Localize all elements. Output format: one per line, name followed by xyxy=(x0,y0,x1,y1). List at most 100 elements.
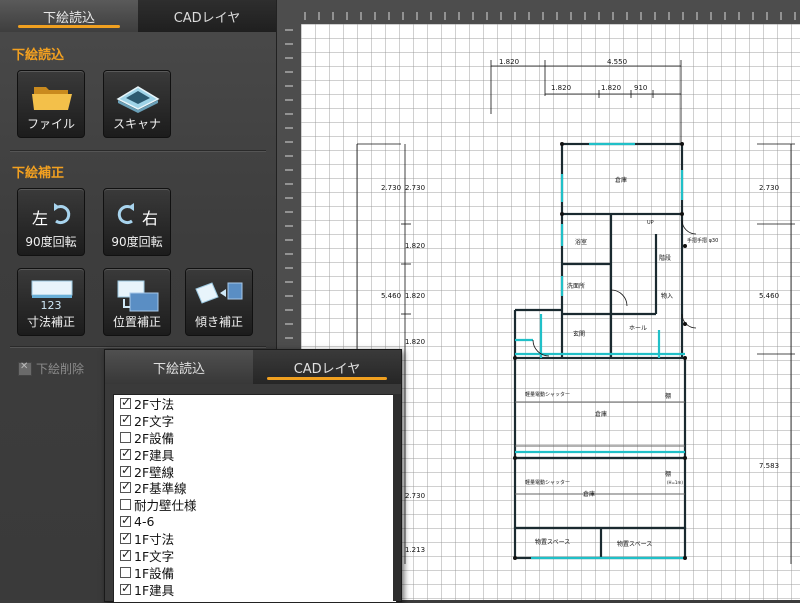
layer-label: 耐力壁仕様 xyxy=(134,498,197,514)
layer-item[interactable]: 1F建具 xyxy=(114,581,396,598)
layer-item[interactable]: 4-6 xyxy=(114,513,396,530)
import-section-title: 下絵読込 xyxy=(12,48,65,63)
correction-section-title: 下絵補正 xyxy=(12,166,65,181)
dim-left-5: 1.820 xyxy=(405,292,425,300)
storage-space-2: 物置スペース xyxy=(617,540,652,548)
popup-tab-cad-layer[interactable]: CADレイヤ xyxy=(253,350,401,384)
left-panel: 下絵読込 CADレイヤ 下絵読込 ファイル スキャナ 下絵補正 xyxy=(0,0,277,600)
position-correct-button[interactable]: 位置補正 xyxy=(103,268,171,336)
layer-checkbox[interactable] xyxy=(120,412,131,426)
layer-item[interactable]: 2F壁線 xyxy=(114,463,396,480)
dimension-correct-button[interactable]: 123 寸法補正 xyxy=(17,268,85,336)
layer-checkbox[interactable] xyxy=(120,431,131,443)
dim-left-1: 2.730 xyxy=(381,184,401,192)
dim-right-2: 5.460 xyxy=(759,292,779,300)
popup-scrollbar[interactable] xyxy=(393,394,401,601)
layer-label: 2F寸法 xyxy=(134,396,175,412)
layer-item[interactable]: 耐力壁仕様 xyxy=(114,496,396,513)
room-genkan: 玄関 xyxy=(573,330,585,338)
shelf-2: 棚 xyxy=(665,470,671,478)
rotate-right-prefix: 右 xyxy=(142,209,159,228)
section-divider xyxy=(10,150,266,152)
section-divider-2 xyxy=(10,346,266,348)
tab-cad-layer[interactable]: CADレイヤ xyxy=(138,0,276,32)
shelf-note: (H=1m) xyxy=(667,480,683,485)
popup-tabs: 下絵読込 CADレイヤ xyxy=(105,350,401,384)
layer-item[interactable]: 1F寸法 xyxy=(114,530,396,547)
rotate-left-button[interactable]: 左 90度回転 xyxy=(17,188,85,256)
scanner-button-label: スキャナ xyxy=(112,117,161,131)
layer-checkbox[interactable] xyxy=(120,513,131,528)
layer-label: 2F建具 xyxy=(134,447,175,463)
scanner-icon xyxy=(104,79,170,115)
delete-underlay-check[interactable]: 下絵削除 xyxy=(18,360,84,377)
scanner-button[interactable]: スキャナ xyxy=(103,70,171,138)
layer-checkbox[interactable] xyxy=(120,581,131,595)
shutter-1: 軽量電動シャッター xyxy=(525,391,570,398)
rotate-right-label: 90度回転 xyxy=(111,235,163,249)
layer-checkbox[interactable] xyxy=(120,479,131,494)
rotate-left-prefix: 左 xyxy=(32,209,49,228)
room-soko-2: 倉庫 xyxy=(583,490,595,498)
tilt-correct-icon xyxy=(186,277,252,313)
layer-item[interactable]: 1F文字 xyxy=(114,547,396,564)
layer-item[interactable]: 2F建具 xyxy=(114,446,396,463)
layer-label: 2F壁線 xyxy=(134,464,175,480)
room-soko-1: 倉庫 xyxy=(595,410,607,418)
dim-left-6: 1.820 xyxy=(405,338,425,346)
tab-import[interactable]: 下絵読込 xyxy=(0,0,138,32)
tilt-correct-button[interactable]: 傾き補正 xyxy=(185,268,253,336)
layer-checkbox[interactable] xyxy=(120,530,131,545)
dim-right-1: 2.730 xyxy=(759,184,779,192)
rotate-right-button[interactable]: 右 90度回転 xyxy=(103,188,171,256)
dim-top-4: 1.820 xyxy=(601,84,621,92)
layer-item[interactable]: 2F文字 xyxy=(114,412,396,429)
room-up: UP xyxy=(647,220,654,226)
active-tab-indicator xyxy=(18,25,120,28)
layer-checkbox[interactable] xyxy=(120,463,131,477)
room-kaidan: 階段 xyxy=(659,254,671,262)
layer-checkbox[interactable] xyxy=(120,547,131,561)
layer-label: 2F文字 xyxy=(134,413,175,429)
dimension-correct-label: 寸法補正 xyxy=(26,315,75,329)
layer-label: 4-6 xyxy=(134,514,155,530)
left-tabs: 下絵読込 CADレイヤ xyxy=(0,0,276,34)
dim-left-8: 1.213 xyxy=(405,546,425,554)
shelf-1: 棚 xyxy=(665,392,671,400)
delete-underlay-label: 下絵削除 xyxy=(36,362,85,376)
layer-item[interactable]: 2F寸法 xyxy=(114,395,396,412)
dim-top-3: 1.820 xyxy=(551,84,571,92)
layer-item[interactable]: 2F設備 xyxy=(114,429,396,446)
file-button[interactable]: ファイル xyxy=(17,70,85,138)
layer-label: 1F文字 xyxy=(134,548,175,564)
file-button-label: ファイル xyxy=(26,117,75,131)
storage-space-1: 物置スペース xyxy=(535,538,570,546)
popup-tab-import[interactable]: 下絵読込 xyxy=(105,350,253,384)
top-ruler xyxy=(304,12,796,20)
dim-top-1: 1.820 xyxy=(499,58,519,66)
floor-plan: 1.820 4.550 1.820 1.820 910 2.730 2.730 … xyxy=(356,58,795,564)
layer-checkbox[interactable] xyxy=(120,499,131,511)
tab-import-label: 下絵読込 xyxy=(42,10,95,26)
layer-checkbox[interactable] xyxy=(120,566,131,578)
layer-item[interactable]: 2F基準線 xyxy=(114,479,396,496)
layer-checkbox[interactable] xyxy=(120,395,131,409)
tilt-correct-label: 傾き補正 xyxy=(194,315,243,329)
delete-checkbox[interactable] xyxy=(18,361,32,376)
room-senmenjo: 洗面所 xyxy=(567,282,585,290)
rotate-left-icon: 左 xyxy=(18,197,84,233)
layer-label: 2F設備 xyxy=(134,430,175,446)
dim-top-2: 4.550 xyxy=(607,58,627,66)
layer-list: 2F寸法2F文字2F設備2F建具2F壁線2F基準線耐力壁仕様4-61F寸法1F文… xyxy=(113,394,397,603)
layer-item[interactable]: 1F設備 xyxy=(114,564,396,581)
popup-active-tab-indicator xyxy=(267,377,387,380)
rotate-left-label: 90度回転 xyxy=(25,235,77,249)
popup-tab-import-label: 下絵読込 xyxy=(152,361,205,377)
handrail-note: 手摺手摺 φ30 xyxy=(687,237,718,244)
dimension-correct-icon: 123 xyxy=(18,277,84,313)
layer-checkbox[interactable] xyxy=(120,446,131,460)
layer-popup: 下絵読込 CADレイヤ 2F寸法2F文字2F設備2F建具2F壁線2F基準線耐力壁… xyxy=(104,349,402,603)
position-correct-label: 位置補正 xyxy=(112,315,161,329)
folder-icon xyxy=(18,79,84,115)
dim-right-3: 7.583 xyxy=(759,462,779,470)
